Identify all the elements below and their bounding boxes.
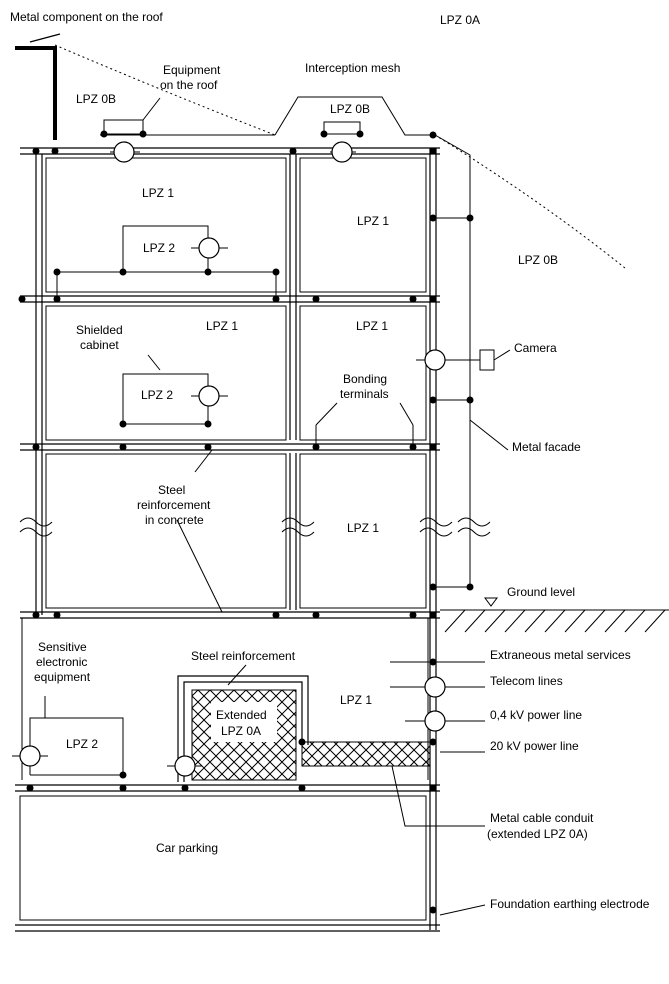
label-lpz1-e: LPZ 1 [347,521,379,535]
label-metal-component: Metal component on the roof [10,10,163,24]
label-metal-facade: Metal facade [512,440,581,454]
label-conduit-2: (extended LPZ 0A) [487,827,588,841]
label-interception-mesh: Interception mesh [305,61,400,75]
metal-cable-conduit [301,741,485,827]
label-shielded-2: cabinet [80,338,119,352]
label-sensitive-2: electronic [36,655,87,669]
label-lpz-0a-top: LPZ 0A [440,13,480,27]
protection-boundary-left [54,44,276,136]
roof-equipment [103,97,361,135]
bonding-nodes [18,130,474,914]
label-extraneous: Extraneous metal services [490,648,631,662]
label-extended-2: LPZ 0A [221,724,261,738]
labels: Metal component on the roof LPZ 0A Equip… [10,10,650,911]
steel-concrete-leader [176,519,223,613]
label-steel-reinf: Steel reinforcement [191,649,296,663]
label-lpz1-b: LPZ 1 [357,214,389,228]
label-conduit-1: Metal cable conduit [490,811,594,825]
protection-boundary-right [434,134,626,269]
metal-component-on-roof [15,33,61,140]
metal-facade [434,134,509,588]
label-extended-1: Extended [216,708,267,722]
label-lpz1-a: LPZ 1 [142,186,174,200]
label-equipment-roof-1: Equipment [163,63,221,77]
label-sensitive-3: equipment [34,670,91,684]
service-lines [390,661,486,916]
steel-reinforcement-box [177,664,309,782]
surge-protection-devices [12,141,450,777]
ground-level [440,597,669,633]
label-equipment-roof-2: on the roof [160,78,218,92]
label-power-20: 20 kV power line [490,739,579,753]
label-steel-conc-2: reinforcement [137,498,211,512]
label-lpz-0b-right: LPZ 0B [518,253,558,267]
label-shielded-1: Shielded [76,323,123,337]
label-lpz2-b: LPZ 2 [141,388,173,402]
label-lpz1-c: LPZ 1 [206,319,238,333]
bonding-leaders [315,402,414,444]
label-telecom: Telecom lines [490,674,563,688]
label-steel-conc-1: Steel [158,483,185,497]
roof-outline [20,96,440,155]
label-lpz-0b-mid: LPZ 0B [330,102,370,116]
label-foundation: Foundation earthing electrode [490,897,650,911]
label-lpz-0b-left: LPZ 0B [76,92,116,106]
label-lpz2-c: LPZ 2 [66,737,98,751]
label-steel-conc-3: in concrete [145,513,204,527]
label-lpz1-f: LPZ 1 [340,693,372,707]
building-walls [15,148,440,932]
label-bonding-2: terminals [340,387,389,401]
label-lpz2-a: LPZ 2 [143,241,175,255]
label-camera: Camera [514,341,557,355]
steel-concrete-leader-top [194,449,213,473]
label-car-parking: Car parking [156,841,218,855]
break-symbols [19,517,491,537]
label-power-04: 0,4 kV power line [490,708,582,722]
label-ground-level: Ground level [507,585,575,599]
label-lpz1-d: LPZ 1 [356,319,388,333]
label-sensitive-1: Sensitive [38,640,87,654]
label-bonding-1: Bonding [343,372,387,386]
